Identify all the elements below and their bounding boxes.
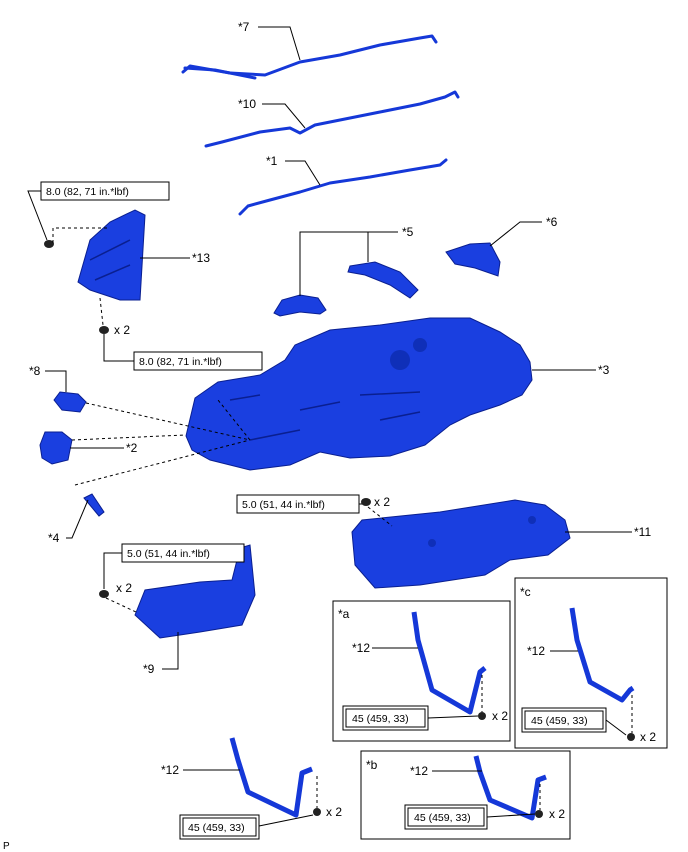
detail-c-frame [514,577,668,749]
dash-11 [367,506,393,527]
dash-tank-connections [71,399,251,486]
bolt-icon [535,810,543,818]
callout-1: *1 [266,154,278,168]
strap-12-b [473,755,547,821]
dash-13-bottom [99,297,104,326]
strap-12-c [569,607,635,703]
callout-8: *8 [29,364,41,378]
callout-12-b: *12 [410,764,428,778]
part-8 [53,391,87,413]
leader-5 [299,231,398,296]
callout-5: *5 [402,225,414,239]
torque-b: 45 (459, 33) [414,812,471,824]
callout-12-main: *12 [161,763,179,777]
bolt-icon [313,808,321,816]
torque-c: 45 (459, 33) [531,715,588,727]
callout-3: *3 [598,363,610,377]
insulator-11 [351,499,571,589]
qty-11: x 2 [374,495,390,509]
leader-torque-13-top [27,190,48,241]
torque-box-a [345,708,426,728]
leader-torque-main [258,814,314,827]
tube-10 [204,90,460,148]
detail-b-frame [360,750,571,840]
torque-11: 5.0 (51, 44 in.*lbf) [242,499,325,511]
leader-torque-9 [103,552,122,589]
leader-7 [258,26,301,61]
bolt-icon [44,240,54,248]
torque-box-13-bottom [133,351,263,371]
torque-13-top: 8.0 (82, 71 in.*lbf) [46,186,129,198]
strap-12-a [411,611,487,715]
torque-a: 45 (459, 33) [352,713,409,725]
leader-torque-a [427,715,479,719]
detail-a-frame [332,600,511,742]
dash-9 [105,597,137,613]
qty-9: x 2 [116,581,132,595]
tube-1 [238,158,448,216]
torque-box-c [524,710,604,730]
callout-13: *13 [192,251,210,265]
callout-4: *4 [48,531,60,545]
corner-mark: P [3,841,10,852]
tube-7 [181,34,438,80]
bracket-13 [77,209,146,301]
callout-12-a: *12 [352,641,370,655]
qty-main: x 2 [326,805,342,819]
leader-6 [489,221,542,247]
protector-6 [445,242,501,277]
detail-b-label: *b [366,758,378,772]
part-2 [39,431,73,465]
torque-main: 45 (459, 33) [188,822,245,834]
insulator-9 [134,544,256,639]
callout-6: *6 [546,215,558,229]
bolt-icon [99,326,109,334]
callout-7: *7 [238,20,250,34]
part-4 [83,493,105,517]
leader-9 [162,632,179,670]
callout-2: *2 [126,441,138,455]
qty-a: x 2 [492,709,508,723]
leader-torque-13-bottom [103,334,134,362]
torque-box-main [182,817,257,837]
torque-13-bottom: 8.0 (82, 71 in.*lbf) [139,356,222,368]
bolt-icon [478,712,486,720]
leader-8 [45,370,67,392]
detail-a-label: *a [338,607,350,621]
leader-10 [262,103,306,129]
callout-12-c: *12 [527,644,545,658]
strap-12-main [229,737,313,818]
leader-1 [285,160,321,186]
protector-5 [273,261,419,317]
callout-10: *10 [238,97,256,111]
qty-c: x 2 [640,730,656,744]
bolt-icon [361,498,371,506]
callout-9: *9 [143,662,155,676]
torque-9: 5.0 (51, 44 in.*lbf) [127,548,210,560]
callout-11: *11 [634,525,651,539]
fuel-tank [185,317,533,471]
torque-box-b [407,807,485,827]
qty-13: x 2 [114,323,130,337]
dash-13-top [52,227,110,243]
qty-b: x 2 [549,807,565,821]
bolt-icon [627,733,635,741]
detail-c-label: *c [520,585,531,599]
bolt-icon [99,590,109,598]
leader-torque-b [486,813,536,818]
leader-torque-c [605,719,627,736]
leader-4 [66,499,89,539]
